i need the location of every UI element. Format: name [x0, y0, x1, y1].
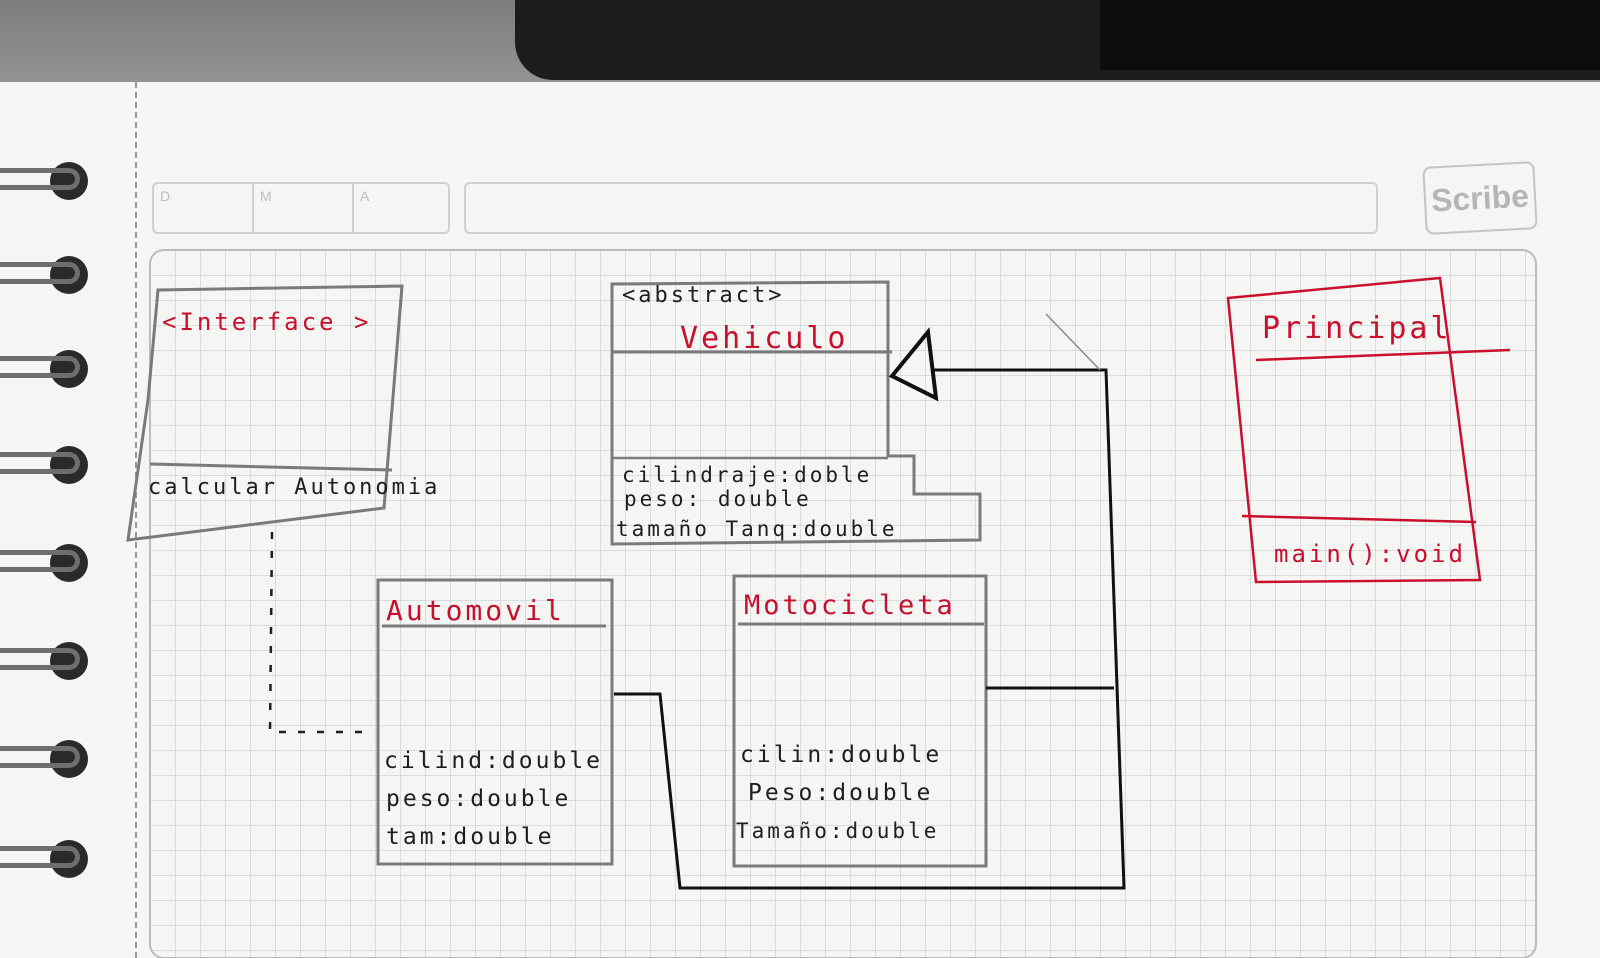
automovil-attribute: peso:double — [386, 786, 571, 812]
motocicleta-class-box: Motocicleta cilin:double Peso:double Tam… — [732, 574, 988, 868]
motocicleta-class-name: Motocicleta — [744, 590, 956, 621]
spiral-ring-icon — [0, 252, 92, 294]
perforation-line — [135, 82, 137, 958]
title-box — [464, 182, 1378, 234]
vehiculo-class-name: Vehiculo — [680, 321, 849, 356]
vehiculo-stereotype: <abstract> — [622, 283, 784, 308]
automovil-class-name: Automovil — [386, 594, 565, 627]
inheritance-connector — [614, 313, 1126, 890]
principal-class-name: Principal — [1262, 311, 1452, 346]
principal-method: main():void — [1274, 540, 1466, 568]
interface-stereotype: <Interface > — [162, 308, 371, 336]
vehiculo-attribute: tamaño Tanq:double — [616, 517, 898, 541]
vehiculo-attribute: cilindraje:doble — [622, 463, 872, 487]
date-year-label: A — [360, 188, 370, 204]
grid-area — [149, 249, 1537, 958]
motocicleta-attribute: cilin:double — [740, 742, 942, 768]
date-day-label: D — [154, 184, 254, 232]
automovil-class-box: Automovil cilind:double peso:double tam:… — [376, 578, 614, 866]
spiral-ring-icon — [0, 540, 92, 582]
spiral-ring-icon — [0, 638, 92, 680]
interface-class-box: <Interface > calcular Autonomia — [126, 284, 440, 542]
spiral-ring-icon — [0, 158, 92, 200]
principal-class-box: Principal main():void — [1226, 276, 1511, 584]
motocicleta-attribute: Peso:double — [748, 780, 933, 806]
realization-connector — [268, 531, 374, 734]
spiral-ring-icon — [0, 442, 92, 484]
laptop-edge — [1100, 0, 1600, 70]
automovil-attribute: tam:double — [386, 824, 554, 850]
interface-method: calcular Autonomia — [148, 475, 440, 500]
date-month-label: M — [254, 184, 354, 232]
spiral-ring-icon — [0, 836, 92, 878]
spiral-ring-icon — [0, 736, 92, 778]
automovil-attribute: cilind:double — [384, 748, 603, 774]
date-box: D M A — [152, 182, 450, 234]
inheritance-arrowhead-icon — [888, 327, 939, 402]
vehiculo-attribute: peso: double — [624, 487, 812, 511]
spiral-ring-icon — [0, 346, 92, 388]
motocicleta-attribute: Tamaño:double — [736, 819, 939, 843]
vehiculo-class-box: <abstract> Vehiculo cilindraje:doble pes… — [610, 280, 982, 546]
